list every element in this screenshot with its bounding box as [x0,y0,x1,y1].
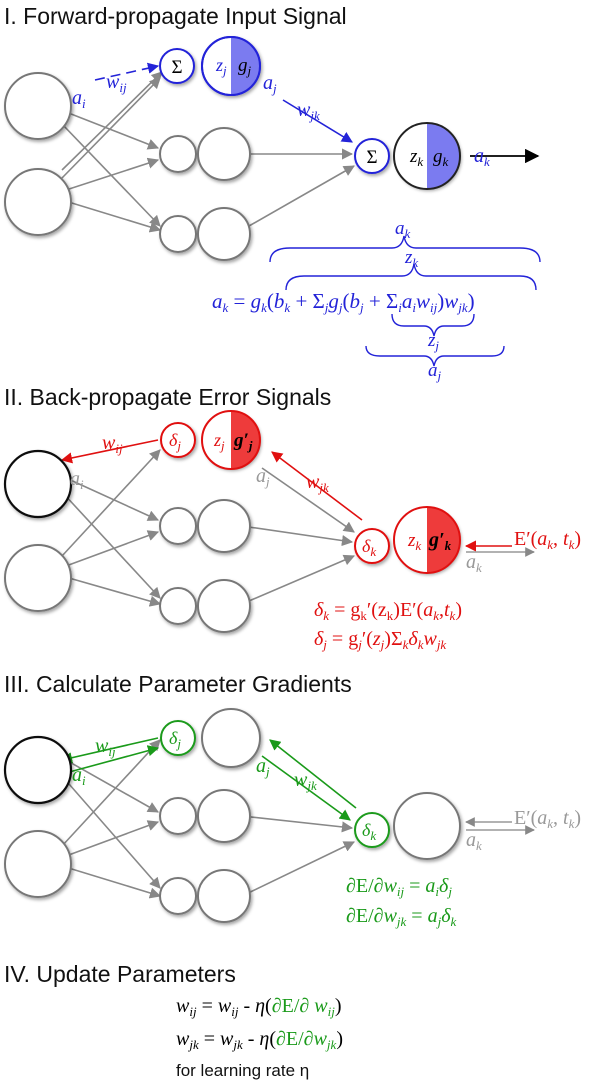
hidden-node-3-sum [159,215,197,253]
delta-j-equation: δj = gj′(zj)Σkδkwjk [314,628,446,652]
output-sigma-symbol: Σ [366,147,377,168]
section-update: IV. Update Parameters wij = wij - η(∂E/∂… [4,961,343,1080]
hidden-gprime-node: zj g′j [201,410,261,470]
section-title-gradients: III. Calculate Parameter Gradients [4,671,352,697]
delta-k-equation: δk = gk′(zk)E′(ak,tk) [314,599,462,623]
hidden-node-3-back-sum [159,587,197,625]
hidden-delta-node-grad [160,720,196,756]
brace-label-a-j: aj [428,360,442,383]
section-gradients: III. Calculate Parameter Gradients δj δk [3,671,581,929]
svg-text:zk: zk [409,146,423,169]
brace-label-z-j: zj [427,330,439,353]
section-title-forward: I. Forward-propagate Input Signal [4,3,347,29]
hidden-sum-node [159,48,195,84]
label-a-i-grad: ai [72,764,86,788]
input-node-2 [4,168,72,236]
label-w-ij: wij [106,71,127,95]
hidden-node-2 [197,127,251,181]
label-delta-k-node: δk [362,536,376,559]
hidden-node-1-grad [201,708,261,768]
hidden-node-3-back [197,579,251,633]
svg-text:g′k: g′k [428,529,452,553]
label-a-j-back: aj [256,465,270,489]
svg-text:zj: zj [213,430,225,453]
input-node-1-grad [3,735,73,805]
output-activation-node: zk gk [393,122,461,190]
section-title-backward: II. Back-propagate Error Signals [4,384,331,410]
input-node-1-active [3,449,73,519]
label-delta-j-node: δj [169,430,181,453]
label-w-jk: wjk [297,99,320,123]
svg-text:gk: gk [433,146,449,169]
hidden-node-2-back-sum [159,507,197,545]
label-a-k: ak [474,145,490,169]
label-w-jk-back: wjk [306,471,329,495]
learning-rate-note: for learning rate η [176,1061,309,1080]
label-delta-j-grad: δj [169,728,181,751]
output-gprime-node: zk g′k [393,506,461,574]
section-forward: I. Forward-propagate Input Signal Σ zj g… [4,3,541,383]
hidden-node-2-back [197,499,251,553]
hidden-delta-node [160,422,196,458]
brace-label-a-k: ak [395,218,411,241]
input-node-1 [4,72,72,140]
label-a-i: ai [72,87,86,111]
label-w-jk-grad: wjk [294,769,317,793]
section-title-update: IV. Update Parameters [4,961,236,987]
label-delta-k-grad: δk [362,820,376,843]
svg-text:zj: zj [215,55,227,78]
svg-text:gj: gj [238,55,252,78]
gradient-equation-jk: ∂E/∂wjk = ajδk [346,905,457,929]
backward-edges [60,439,535,607]
gradient-edges [60,737,535,899]
output-delta-node-grad [354,812,390,848]
hidden-node-3 [197,207,251,261]
error-input-label-grad: E′(ak, tk) [514,807,581,831]
label-a-k-grad: ak [466,829,482,853]
label-w-ij-back: wij [102,432,123,456]
hidden-node-2-grad-sum [159,797,197,835]
section-backward: II. Back-propagate Error Signals δj zj g… [3,384,581,652]
input-node-2-grad [4,830,72,898]
gradient-equation-ij: ∂E/∂wij = aiδj [346,875,452,899]
update-equation-jk: wjk = wjk - η(∂E/∂wjk) [176,1028,343,1052]
hidden-node-3-grad [197,869,251,923]
hidden-activation-node: zj gj [201,36,261,96]
hidden-node-2-grad [197,789,251,843]
hidden-node-2-sum [159,135,197,173]
output-sum-node [354,138,390,174]
label-a-k-back: ak [466,551,482,575]
sigma-symbol: Σ [171,57,182,78]
svg-text:g′j: g′j [233,430,253,453]
svg-text:zk: zk [407,530,421,553]
input-node-2-back [4,544,72,612]
forward-braces [269,235,541,367]
brace-label-z-k: zk [404,247,418,270]
label-a-i-back: ai [70,468,84,492]
label-w-ij-grad: wij [95,735,116,759]
forward-equation: ak = gk(bk + Σjgj(bj + Σiaiwij)wjk) [212,289,475,315]
output-delta-node [354,528,390,564]
label-a-j-grad: aj [256,755,270,779]
forward-edges [61,62,540,233]
update-equation-ij: wij = wij - η(∂E/∂ wij) [176,995,342,1019]
hidden-node-3-grad-sum [159,877,197,915]
output-node-grad [393,792,461,860]
error-input-label: E′(ak, tk) [514,528,581,552]
label-a-j: aj [263,72,277,96]
